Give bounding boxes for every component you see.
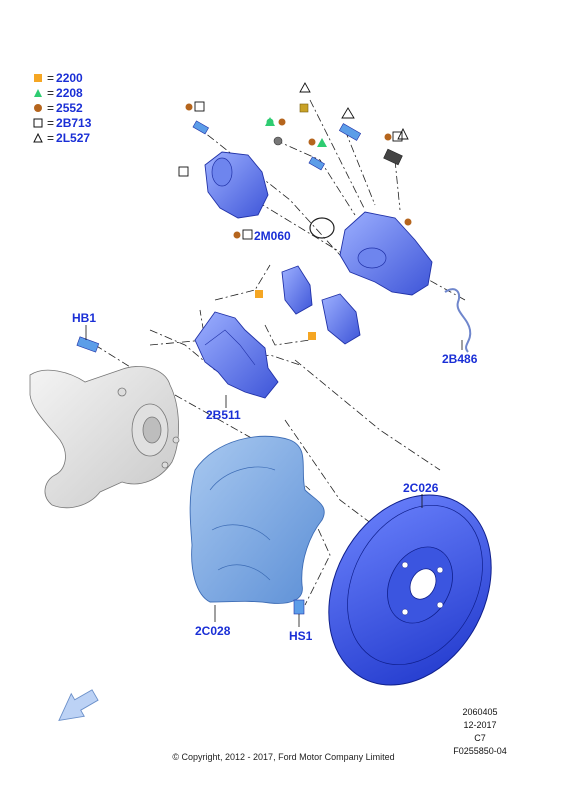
legend-item-2b713: = 2B713: [32, 115, 91, 130]
callout-symbols: [178, 82, 412, 340]
legend: = 2200 = 2208 = 2552 = 2B713 = 2L527: [32, 70, 91, 145]
drawing-code: 2060405: [462, 707, 498, 717]
bolt-hb1: [76, 336, 100, 353]
caliper-bracket: [194, 311, 279, 399]
part-label-2c026: 2C026: [403, 481, 439, 495]
orange-square-icon: [32, 72, 44, 84]
legend-item-2l527: = 2L527: [32, 130, 91, 145]
copyright-notice: © Copyright, 2012 - 2017, Ford Motor Com…: [172, 752, 395, 762]
drawing-date: 12-2017: [463, 720, 497, 730]
brake-pad-lower: [321, 293, 361, 345]
part-label-2c028: 2C028: [195, 624, 231, 638]
legend-code: 2L527: [56, 130, 91, 145]
hollow-triangle-icon: [32, 132, 44, 144]
drawing-meta: 2060405 12-2017 C7 F0255850-04: [440, 706, 520, 758]
legend-item-2200: = 2200: [32, 70, 91, 85]
parking-brake-motor: [204, 151, 269, 219]
legend-code: 2552: [56, 100, 83, 115]
o-ring: [309, 217, 335, 239]
drawing-revision: C7: [474, 733, 486, 743]
legend-code: 2B713: [56, 115, 92, 130]
hollow-square-icon: [32, 117, 44, 129]
brake-disc: [328, 494, 492, 686]
legend-code: 2208: [56, 85, 83, 100]
green-triangle-icon: [32, 87, 44, 99]
legend-equals: =: [47, 70, 55, 85]
part-label-hb1: HB1: [72, 311, 97, 325]
legend-equals: =: [47, 100, 55, 115]
fasteners: [76, 103, 403, 615]
legend-equals: =: [47, 130, 55, 145]
part-label-2b511: 2B511: [206, 408, 241, 422]
legend-equals: =: [47, 115, 55, 130]
brake-pads: [281, 265, 361, 345]
dust-shield: [189, 435, 325, 604]
wear-sensor-wire: [444, 288, 472, 353]
legend-equals: =: [47, 85, 55, 100]
legend-item-2208: = 2208: [32, 85, 91, 100]
wheel-knuckle: [29, 366, 180, 509]
legend-code: 2200: [56, 70, 83, 85]
leader-lines: [85, 325, 463, 627]
part-label-hs1: HS1: [289, 629, 313, 643]
bolt-hs1: [293, 599, 305, 615]
part-label-2m060: 2M060: [254, 229, 291, 243]
figure-number: F0255850-04: [453, 746, 507, 756]
part-label-2b486: 2B486: [442, 352, 478, 366]
brake-pad-upper: [281, 265, 313, 315]
direction-arrow-icon: [58, 689, 99, 722]
legend-item-2552: = 2552: [32, 100, 91, 115]
brown-circle-icon: [32, 102, 44, 114]
caliper-body: [339, 211, 433, 296]
